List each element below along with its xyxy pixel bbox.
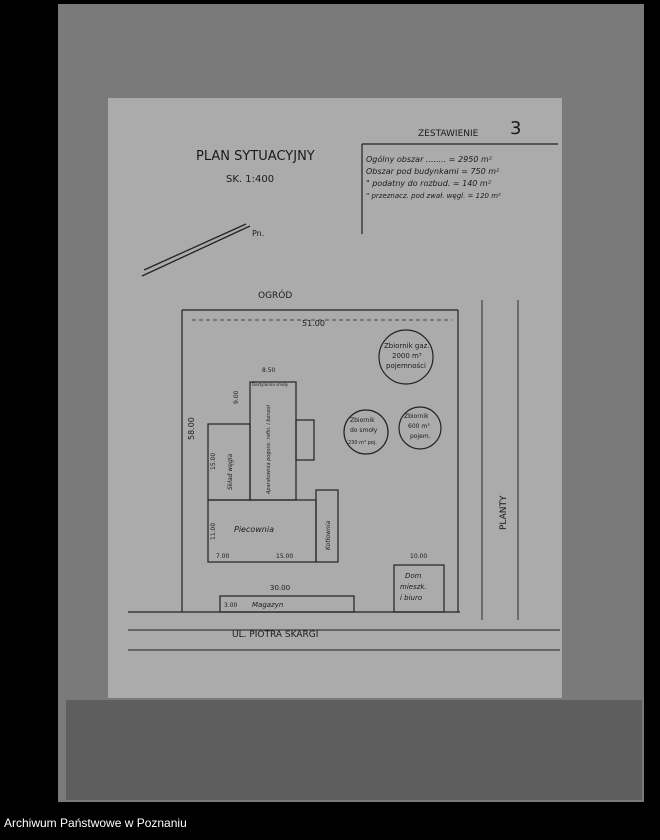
archive-credit: Archiwum Państwowe w Poznaniu [4, 816, 187, 830]
tank-600-line: pojem. [410, 433, 431, 440]
dim-850: 8.50 [262, 367, 276, 374]
street-label: UL. PIOTRA SKARGI [232, 630, 318, 640]
building-magazyn: Magazyn [252, 601, 283, 609]
summary-line: " przeznacz. pod zwał. węgl. = 120 m² [366, 192, 501, 200]
tank-tar-line: do smoły [350, 427, 378, 434]
building-destylarnia: Destylarnia smoły [252, 382, 289, 387]
plan-scale: SK. 1:400 [226, 174, 274, 185]
dim-900: 9.00 [233, 390, 240, 404]
summary-heading: ZESTAWIENIE [418, 129, 479, 139]
tank-600-line: 600 m³ [408, 423, 430, 430]
tank-tar-line: 230 m³ poj. [348, 440, 377, 446]
building-dom-line: mieszk. [400, 583, 427, 591]
paper-sheet [108, 98, 562, 698]
tank-gas-line: Zbiornik gaz. [384, 342, 430, 350]
building-aparatownia: Aparatownia pogonc. rafin. i benzol [266, 405, 272, 495]
tank-tar-line: Zbiornik [350, 417, 375, 424]
dim-depth-total: 58.00 [187, 417, 196, 440]
dim-1100: 11.00 [210, 523, 217, 540]
building-dom-line: Dom [405, 572, 422, 580]
dim-700: 7.00 [216, 553, 230, 560]
north-arrow-icon [141, 223, 251, 277]
tank-600-line: Zbiornik [404, 413, 429, 420]
building-sklad-wegla: Skład węgla [227, 454, 234, 490]
building-kotlownia: Kotłownia [325, 520, 332, 550]
tank-gas-line: 2000 m³ [392, 352, 422, 360]
dim-3000: 30.00 [270, 584, 290, 592]
summary-line: Obszar pod budynkami = 750 m² [366, 167, 500, 176]
dim-width-total: 51.00 [302, 319, 325, 328]
plan-title: PLAN SYTUACYJNY [196, 149, 315, 164]
dim-1000: 10.00 [410, 553, 427, 560]
summary-line: " podatny do rozbud. = 140 m² [366, 179, 492, 188]
dim-300: 3.00 [224, 602, 238, 609]
dim-1500a: 15.00 [210, 453, 217, 470]
planty-label: PLANTY [499, 495, 509, 530]
dim-1500b: 15.00 [276, 553, 293, 560]
building-dom-line: i biuro [400, 594, 422, 602]
north-label: Pn. [252, 229, 264, 238]
summary-line: Ogólny obszar ........ = 2950 m² [366, 154, 493, 164]
building-piecownia: Piecownia [234, 525, 274, 534]
tank-gas-line: pojemności [386, 362, 426, 370]
garden-label: OGRÓD [258, 289, 292, 301]
summary-number: 3 [510, 118, 521, 139]
